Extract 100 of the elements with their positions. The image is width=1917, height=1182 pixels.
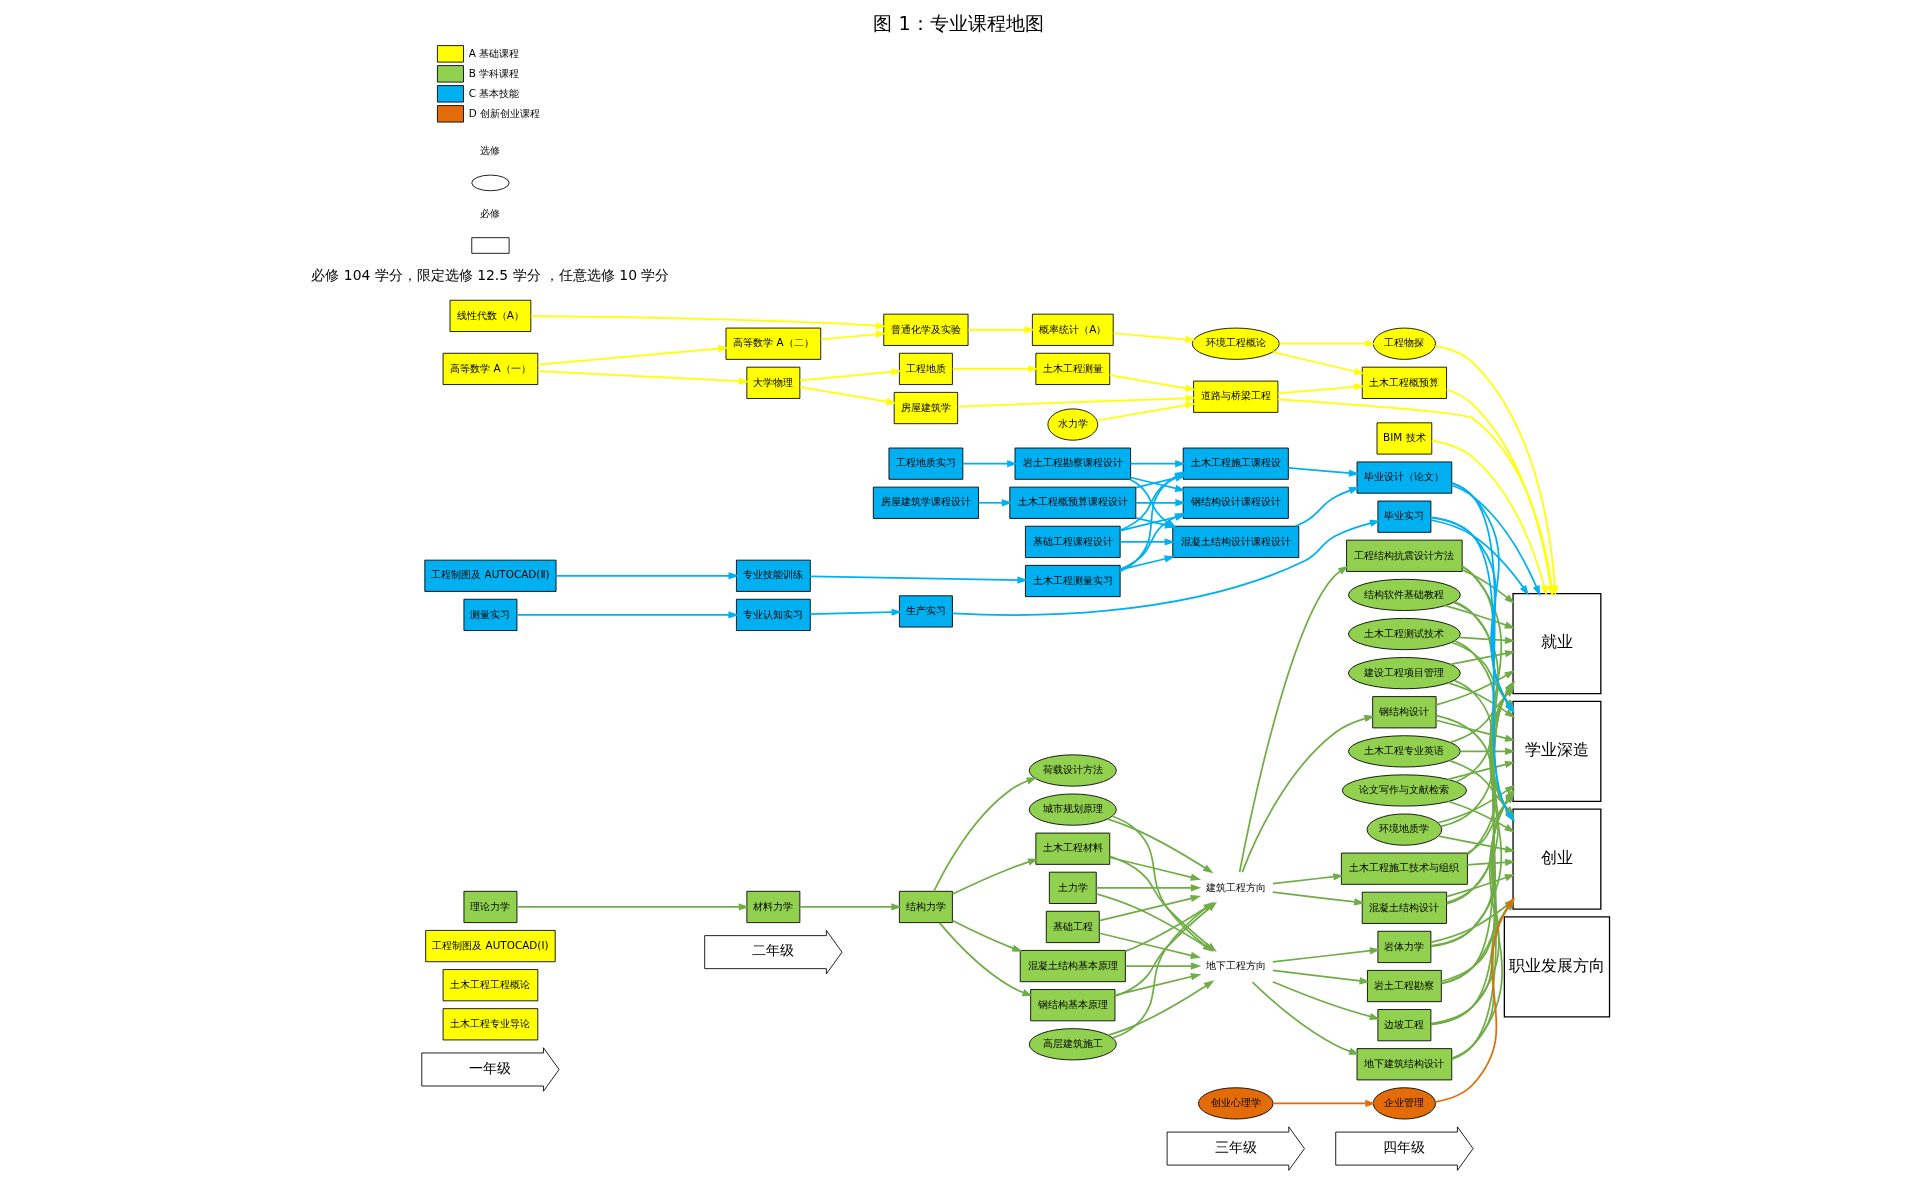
node-ellipse: 环境工程概论 xyxy=(1191,327,1280,360)
node-ellipse: 土木工程测试技术 xyxy=(1348,617,1461,651)
arrow xyxy=(1444,604,1516,629)
legend-label: B 学科课程 xyxy=(468,66,520,79)
arrow xyxy=(1129,476,1186,492)
arrow xyxy=(1449,649,1516,666)
node-box: BIM 技术 xyxy=(1376,422,1433,455)
node-box: 土木工程测量实习 xyxy=(1025,564,1121,598)
node-box: 土木工程施工技术与组织 xyxy=(1340,852,1468,885)
arrow xyxy=(799,368,902,382)
arrow xyxy=(799,386,897,406)
legend-label: 必修 xyxy=(480,206,501,219)
node-box: 土木工程材料 xyxy=(1035,832,1111,865)
label: 必修 104 学分，限定选修 12.5 学分 ，任意选修 10 学分 xyxy=(311,267,670,284)
arrow xyxy=(967,326,1035,334)
arrow xyxy=(1109,856,1202,881)
node-box: 创业 xyxy=(1512,808,1602,910)
node-box: 高等数学 A（一） xyxy=(442,352,539,385)
node-ellipse: 建设工程项目管理 xyxy=(1348,657,1461,690)
arrow xyxy=(530,315,887,330)
arrow xyxy=(938,922,1033,997)
node-box: 混凝土结构基本原理 xyxy=(1019,949,1126,983)
arrow xyxy=(1431,439,1548,596)
node-box: 钢结构设计课程设计 xyxy=(1182,486,1289,519)
arrow xyxy=(1272,873,1344,885)
arrow xyxy=(1124,962,1202,970)
arrow xyxy=(1119,555,1176,571)
arrow xyxy=(1251,981,1360,1055)
node-box: 材料力学 xyxy=(746,890,801,924)
arrow xyxy=(1272,891,1365,906)
arrow xyxy=(1294,487,1360,528)
arrow xyxy=(1458,636,1516,644)
node-box: 土木工程工程概论 xyxy=(442,969,539,1002)
node-box: 专业技能训练 xyxy=(736,559,811,592)
node-ellipse: 工程物探 xyxy=(1372,327,1436,360)
node-box: 土木工程施工课程设 xyxy=(1182,447,1289,480)
node-box: 岩土工程勘察课程设计 xyxy=(1014,447,1132,480)
arrow xyxy=(516,611,739,619)
node-box: 概率统计（A） xyxy=(1031,313,1114,346)
node-box: 边坡工程 xyxy=(1377,1009,1432,1042)
arrow xyxy=(1107,980,1215,1037)
node-ellipse: 企业管理 xyxy=(1372,1087,1436,1120)
arrow xyxy=(516,903,750,911)
arrow xyxy=(932,777,1038,893)
node-ellipse: 荷载设计方法 xyxy=(1028,754,1117,787)
arrow xyxy=(820,330,887,341)
node-box: 职业发展方向 xyxy=(1503,916,1611,1018)
arrow xyxy=(1445,874,1516,898)
node-box: 就业 xyxy=(1512,592,1602,695)
node-ellipse: 高层建筑施工 xyxy=(1028,1028,1117,1061)
arrow xyxy=(1271,980,1381,1021)
node-box: 钢结构设计 xyxy=(1372,696,1437,729)
arrow xyxy=(1278,340,1376,348)
node-ellipse: 创业心理学 xyxy=(1198,1087,1274,1120)
arrow xyxy=(1272,1099,1376,1108)
arrow xyxy=(1098,932,1202,959)
node-box: 混凝土结构设计 xyxy=(1361,891,1447,924)
node-box: 工程制图及 AUTOCAD(Ⅱ) xyxy=(424,559,557,592)
arrow xyxy=(1241,715,1375,874)
node-box: 工程结构抗震设计方法 xyxy=(1346,539,1463,572)
node-ellipse: 环境地质学 xyxy=(1366,813,1443,846)
node-box: 基础工程课程设计 xyxy=(1025,525,1121,558)
arrow xyxy=(977,499,1013,507)
node-box: 线性代数（A） xyxy=(449,299,532,332)
node-box: 房屋建筑学 xyxy=(893,391,959,425)
node-box: 生产实习 xyxy=(898,595,953,628)
node-text: 地下工程方向 xyxy=(1205,958,1266,971)
arrow xyxy=(1447,761,1516,781)
node-box: 毕业实习 xyxy=(1377,500,1432,533)
node-box: 岩体力学 xyxy=(1377,930,1432,963)
node-box: 混凝土结构设计课程设计 xyxy=(1172,525,1300,558)
node-text: 建筑工程方向 xyxy=(1205,880,1266,893)
node-ellipse: 结构软件基础教程 xyxy=(1348,578,1461,611)
arrow xyxy=(957,394,1197,408)
node-box: 土木工程测量 xyxy=(1035,352,1111,385)
arrow xyxy=(1287,467,1360,477)
arrow xyxy=(1096,401,1196,422)
arrow xyxy=(1106,818,1214,874)
arrow xyxy=(1272,947,1381,963)
arrow xyxy=(1430,519,1529,596)
arrow xyxy=(1095,884,1202,892)
node-box: 土木工程专业导论 xyxy=(442,1008,539,1041)
arrow xyxy=(537,344,729,366)
node-box: 岩土工程勘察 xyxy=(1367,969,1442,1003)
arrow xyxy=(1272,351,1365,375)
arrow xyxy=(1112,332,1196,344)
arrow xyxy=(951,365,1039,373)
node-box: 学业深造 xyxy=(1512,700,1602,802)
arrow xyxy=(1437,835,1516,853)
node-box: 大学物理 xyxy=(746,366,801,399)
node-box: 测量实习 xyxy=(463,598,518,631)
node-box: 地下建筑结构设计 xyxy=(1356,1048,1453,1081)
node-box: 土力学 xyxy=(1048,871,1097,904)
legend-label: A 基础课程 xyxy=(468,46,520,59)
arrow xyxy=(1238,565,1349,873)
arrow xyxy=(1114,973,1202,996)
arrow xyxy=(1466,858,1516,867)
node-box: 土木工程概预算 xyxy=(1361,366,1447,399)
node-box: 毕业设计（论文） xyxy=(1356,461,1453,494)
node-box: 工程地质 xyxy=(898,352,953,385)
